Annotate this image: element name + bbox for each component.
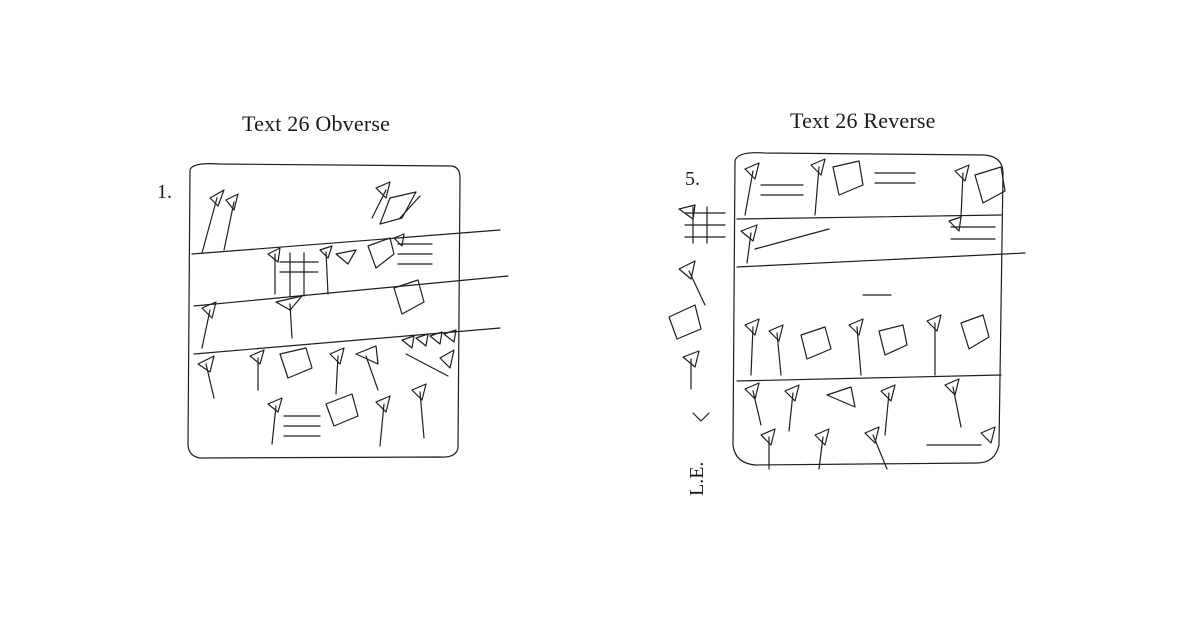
- reverse-title: Text 26 Reverse: [790, 108, 936, 133]
- obverse-title: Text 26 Obverse: [242, 111, 391, 136]
- reverse-outline: [732, 152, 1004, 466]
- obverse-outline: [187, 163, 461, 459]
- obverse-tablet-drawing: [187, 163, 509, 459]
- obverse-line-number: 1.: [157, 181, 172, 203]
- reverse-tablet-drawing: [668, 152, 1026, 470]
- reverse-line-number: 5.: [685, 168, 700, 190]
